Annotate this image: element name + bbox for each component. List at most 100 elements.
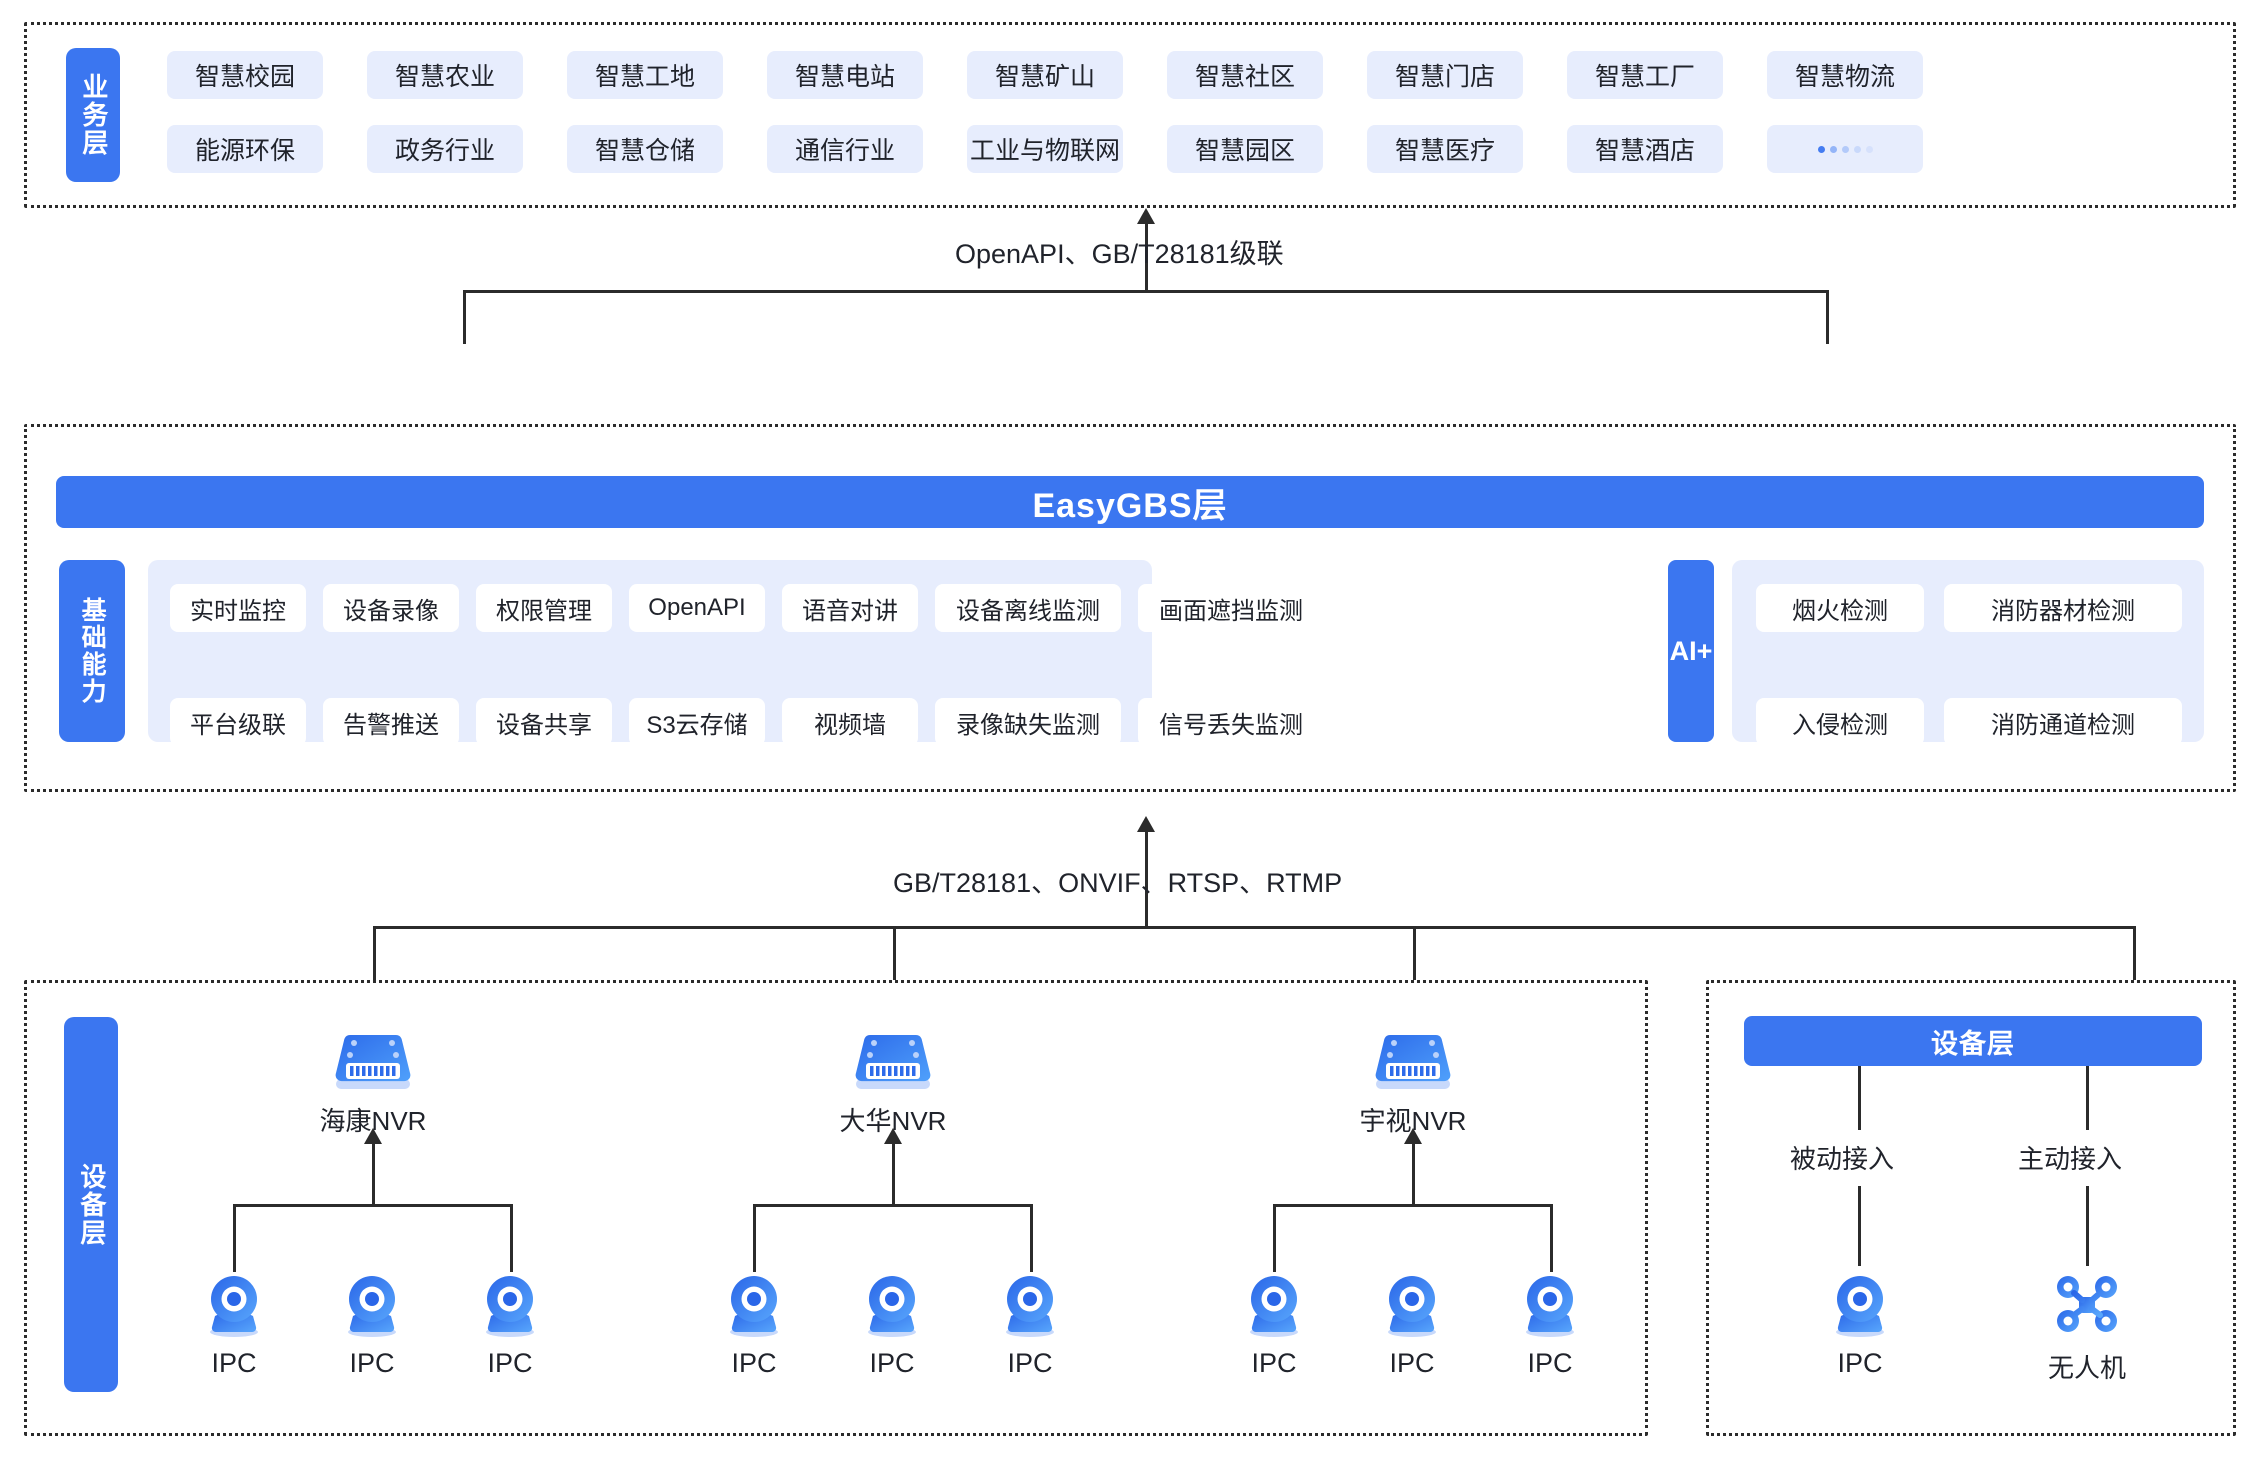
business-item[interactable]: 智慧园区 xyxy=(1167,125,1323,173)
business-layer-rail-label: 业务层 xyxy=(66,48,120,182)
ai-plus-rail-label: AI+ xyxy=(1668,560,1714,742)
capability-item[interactable]: 语音对讲 xyxy=(782,584,918,632)
connector-drop-right-devicelayer xyxy=(2133,926,2136,1008)
access-mode-label-active: 主动接入 xyxy=(2018,1144,2123,1174)
ipc-node[interactable]: IPC xyxy=(716,1272,792,1379)
business-item[interactable]: 智慧工地 xyxy=(567,51,723,99)
capability-item[interactable]: 权限管理 xyxy=(476,584,612,632)
capability-item[interactable]: 实时监控 xyxy=(170,584,306,632)
capability-item[interactable]: S3云存储 xyxy=(629,698,765,746)
connector-top-drop-right xyxy=(1826,290,1829,344)
ipc-label: IPC xyxy=(349,1348,395,1378)
connector-top-drop-left xyxy=(463,290,466,344)
ipc-label: IPC xyxy=(1251,1348,1297,1378)
device-right-branch-stem-active xyxy=(2086,1066,2089,1130)
ipc-bus xyxy=(233,1204,513,1207)
business-item[interactable]: 智慧电站 xyxy=(767,51,923,99)
ipc-label: IPC xyxy=(1007,1348,1053,1378)
ipc-camera-icon xyxy=(721,1272,787,1338)
nvr-uplink-stem xyxy=(1412,1142,1415,1206)
nvr-node[interactable]: 海康NVR xyxy=(313,1029,433,1138)
business-item[interactable]: 智慧校园 xyxy=(167,51,323,99)
business-item[interactable]: 智慧矿山 xyxy=(967,51,1123,99)
business-item[interactable]: 智慧工厂 xyxy=(1567,51,1723,99)
capability-item[interactable]: 设备离线监测 xyxy=(935,584,1121,632)
nvr-node[interactable]: 大华NVR xyxy=(833,1029,953,1138)
capability-item[interactable]: 平台级联 xyxy=(170,698,306,746)
ipc-label: IPC xyxy=(211,1348,257,1378)
ai-capability-item[interactable]: 消防通道检测 xyxy=(1944,698,2182,746)
nvr-uplink-arrow-icon xyxy=(884,1128,902,1144)
ipc-label: IPC xyxy=(869,1348,915,1378)
ellipsis-dots-icon xyxy=(1817,145,1873,153)
ipc-label: IPC xyxy=(1389,1348,1435,1378)
ipc-camera-icon xyxy=(859,1272,925,1338)
connector-drop-dahua xyxy=(893,926,896,1008)
business-layer-box xyxy=(24,22,2236,208)
nvr-uplink-stem xyxy=(372,1142,375,1206)
nvr-uplink-arrow-icon xyxy=(364,1128,382,1144)
connector-bottom-arrow-icon xyxy=(1137,816,1155,832)
ipc-node[interactable]: IPC xyxy=(1374,1272,1450,1379)
business-item[interactable]: 智慧仓储 xyxy=(567,125,723,173)
capability-item[interactable]: 设备录像 xyxy=(323,584,459,632)
business-item[interactable]: 智慧医疗 xyxy=(1367,125,1523,173)
business-item-ellipsis[interactable] xyxy=(1767,125,1923,173)
ipc-camera-icon xyxy=(477,1272,543,1338)
business-item[interactable]: 工业与物联网 xyxy=(967,125,1123,173)
drone-node[interactable]: 无人机 xyxy=(2040,1272,2134,1385)
ipc-node[interactable]: IPC xyxy=(1822,1272,1898,1379)
connector-top-arrow-icon xyxy=(1137,208,1155,224)
connector-drop-uniview xyxy=(1413,926,1416,1008)
ipc-drop xyxy=(510,1204,513,1272)
business-item[interactable]: 政务行业 xyxy=(367,125,523,173)
ipc-bus xyxy=(753,1204,1033,1207)
device-right-branch-stem-passive-lower xyxy=(1858,1186,1861,1266)
ipc-node[interactable]: IPC xyxy=(854,1272,930,1379)
connector-bottom-stem xyxy=(1145,830,1148,926)
ipc-label: IPC xyxy=(487,1348,533,1378)
drone-label: 无人机 xyxy=(2047,1353,2126,1383)
business-item[interactable]: 智慧门店 xyxy=(1367,51,1523,99)
capability-item[interactable]: 信号丢失监测 xyxy=(1138,698,1324,746)
nvr-uplink-stem xyxy=(892,1142,895,1206)
capability-item[interactable]: 告警推送 xyxy=(323,698,459,746)
connector-top-label: OpenAPI、GB/T28181级联 xyxy=(955,239,1284,269)
device-right-branch-stem-active-lower xyxy=(2086,1186,2089,1266)
ipc-node[interactable]: IPC xyxy=(196,1272,272,1379)
platform-rail-label: 基础能力 xyxy=(59,560,125,742)
access-mode-label-passive: 被动接入 xyxy=(1790,1144,1895,1174)
business-item[interactable]: 能源环保 xyxy=(167,125,323,173)
device-layer-right-header: 设备层 xyxy=(1744,1016,2202,1066)
business-item[interactable]: 智慧社区 xyxy=(1167,51,1323,99)
ipc-node[interactable]: IPC xyxy=(334,1272,410,1379)
ipc-node[interactable]: IPC xyxy=(1512,1272,1588,1379)
capability-item[interactable]: 设备共享 xyxy=(476,698,612,746)
nvr-node[interactable]: 宇视NVR xyxy=(1353,1029,1473,1138)
ipc-drop xyxy=(233,1204,236,1272)
ipc-camera-icon xyxy=(339,1272,405,1338)
capability-item[interactable]: 画面遮挡监测 xyxy=(1138,584,1324,632)
drone-icon xyxy=(2054,1272,2120,1338)
ipc-drop xyxy=(753,1204,756,1272)
ai-capability-item[interactable]: 消防器材检测 xyxy=(1944,584,2182,632)
ipc-node[interactable]: IPC xyxy=(472,1272,548,1379)
connector-drop-hik xyxy=(373,926,376,1008)
ipc-node[interactable]: IPC xyxy=(992,1272,1068,1379)
business-item[interactable]: 智慧酒店 xyxy=(1567,125,1723,173)
ipc-bus xyxy=(1273,1204,1553,1207)
nvr-icon xyxy=(330,1029,416,1091)
capability-item[interactable]: OpenAPI xyxy=(629,584,765,632)
ipc-camera-icon xyxy=(997,1272,1063,1338)
ai-capability-item[interactable]: 入侵检测 xyxy=(1756,698,1924,746)
business-item[interactable]: 智慧农业 xyxy=(367,51,523,99)
ipc-node[interactable]: IPC xyxy=(1236,1272,1312,1379)
ai-capability-item[interactable]: 烟火检测 xyxy=(1756,584,1924,632)
ipc-camera-icon xyxy=(1517,1272,1583,1338)
business-item[interactable]: 通信行业 xyxy=(767,125,923,173)
nvr-icon xyxy=(850,1029,936,1091)
business-item[interactable]: 智慧物流 xyxy=(1767,51,1923,99)
capability-item[interactable]: 视频墙 xyxy=(782,698,918,746)
capability-item[interactable]: 录像缺失监测 xyxy=(935,698,1121,746)
